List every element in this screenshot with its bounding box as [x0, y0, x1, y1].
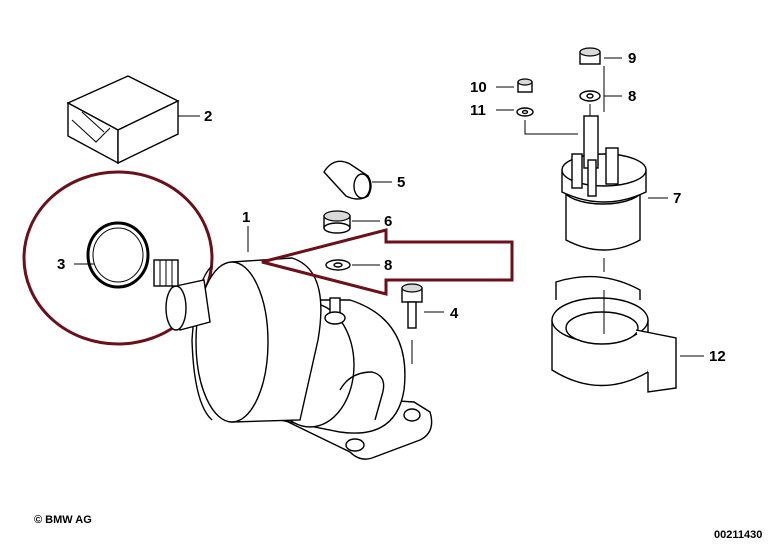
callout-arrow — [261, 228, 514, 296]
label-part-8-lower: 8 — [384, 257, 392, 274]
label-part-10: 10 — [470, 79, 487, 96]
label-part-9: 9 — [628, 50, 636, 67]
part-6-nut[interactable] — [323, 210, 380, 234]
part-11-small-washer[interactable] — [496, 107, 578, 135]
part-8-washer-upper[interactable] — [579, 90, 622, 102]
part-4-bolt[interactable] — [401, 283, 444, 364]
part-8-washer-lower[interactable] — [325, 259, 380, 271]
label-part-8-upper: 8 — [628, 88, 636, 105]
label-part-5: 5 — [397, 174, 405, 191]
highlight-circle — [22, 170, 214, 346]
part-2-package[interactable] — [66, 75, 200, 165]
part-7-relay[interactable] — [561, 66, 668, 272]
part-12-holder[interactable] — [551, 275, 704, 393]
label-part-6: 6 — [384, 213, 392, 230]
part-9-nut[interactable] — [579, 47, 622, 65]
label-part-3: 3 — [57, 256, 65, 273]
diagram-id: 00211430 — [714, 529, 762, 541]
part-1-starter-motor[interactable] — [153, 226, 433, 460]
part-5-cap[interactable] — [323, 160, 392, 200]
label-part-4: 4 — [450, 305, 459, 322]
label-part-11: 11 — [470, 102, 486, 119]
label-part-2: 2 — [204, 108, 212, 125]
label-part-7: 7 — [673, 190, 681, 207]
part-3-o-ring[interactable] — [74, 221, 150, 289]
label-part-1: 1 — [242, 209, 250, 226]
part-10-small-nut[interactable] — [496, 78, 533, 93]
copyright-text: © BMW AG — [34, 514, 92, 526]
label-part-12: 12 — [709, 348, 726, 365]
